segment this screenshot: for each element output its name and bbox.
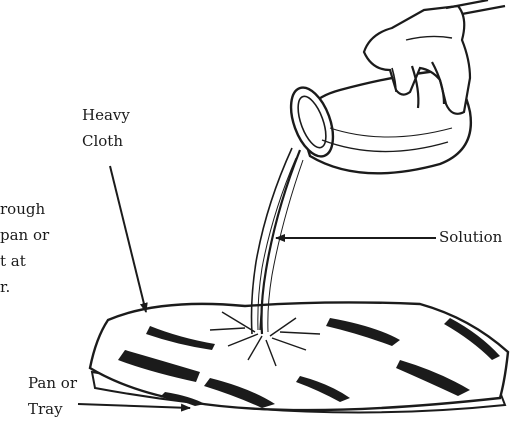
pan-or-tray-arrow bbox=[78, 404, 190, 408]
heavy-cloth-arrow bbox=[110, 166, 146, 312]
left-caption: rough pan or t at r. bbox=[0, 196, 49, 300]
heavy-cloth bbox=[90, 302, 508, 410]
solution-label: Solution bbox=[439, 224, 502, 250]
pan-or-tray-label: Pan or Tray bbox=[28, 370, 77, 422]
heavy-cloth-label: Heavy Cloth bbox=[82, 102, 130, 154]
